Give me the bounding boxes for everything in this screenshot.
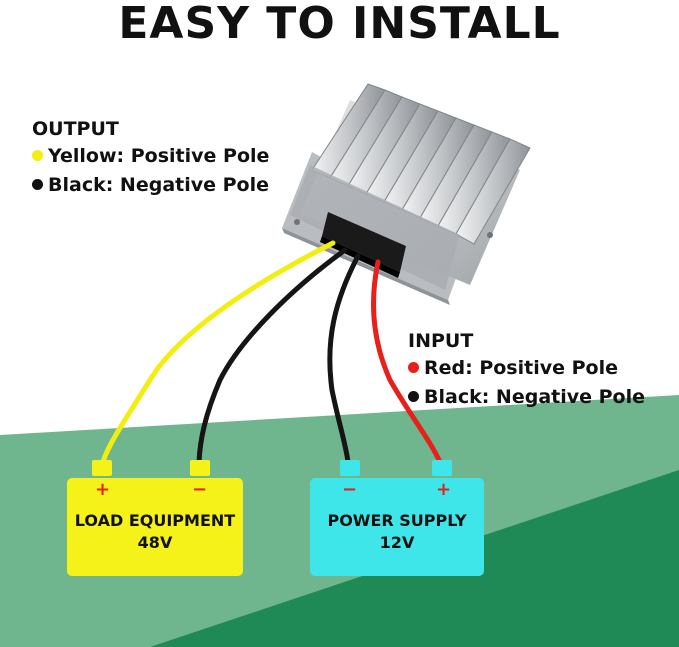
supply-plus-sign: +	[436, 479, 452, 500]
page-title: EASY TO INSTALL	[118, 0, 561, 49]
output-negative-item: Black: Negative Pole	[32, 171, 269, 200]
input-positive-label: Red: Positive Pole	[424, 357, 618, 379]
load-plus-sign: +	[95, 479, 111, 500]
supply-negative-post	[340, 460, 360, 476]
load-minus-sign: −	[192, 479, 208, 500]
output-heading: OUTPUT	[32, 118, 119, 140]
input-positive-item: Red: Positive Pole	[408, 354, 645, 383]
black-dot-icon	[32, 179, 43, 190]
supply-minus-sign: −	[342, 479, 358, 500]
input-negative-item: Black: Negative Pole	[408, 383, 645, 412]
load-equipment-label: LOAD EQUIPMENT	[74, 511, 236, 530]
output-positive-item: Yellow: Positive Pole	[32, 142, 269, 171]
output-negative-label: Black: Negative Pole	[48, 174, 269, 196]
black-dot-icon	[408, 391, 419, 402]
red-wire	[371, 259, 443, 465]
load-negative-post	[190, 460, 210, 476]
power-supply-box: − + POWER SUPPLY 12V	[310, 478, 484, 576]
power-supply-label: POWER SUPPLY	[327, 511, 467, 530]
output-legend: OUTPUT Yellow: Positive Pole Black: Nega…	[32, 116, 269, 200]
power-supply-voltage: 12V	[379, 533, 415, 552]
yellow-dot-icon	[32, 150, 43, 161]
load-equipment-box: + − LOAD EQUIPMENT 48V	[67, 478, 243, 576]
black-input-wire	[327, 253, 361, 465]
load-equipment-voltage: 48V	[137, 533, 173, 552]
input-legend: INPUT Red: Positive Pole Black: Negative…	[408, 328, 645, 412]
black-output-wire	[196, 247, 348, 465]
red-dot-icon	[408, 362, 419, 373]
input-negative-label: Black: Negative Pole	[424, 386, 645, 408]
supply-positive-post	[432, 460, 452, 476]
output-positive-label: Yellow: Positive Pole	[48, 145, 270, 167]
yellow-wire	[100, 240, 336, 465]
input-heading: INPUT	[408, 330, 474, 352]
load-positive-post	[92, 460, 112, 476]
